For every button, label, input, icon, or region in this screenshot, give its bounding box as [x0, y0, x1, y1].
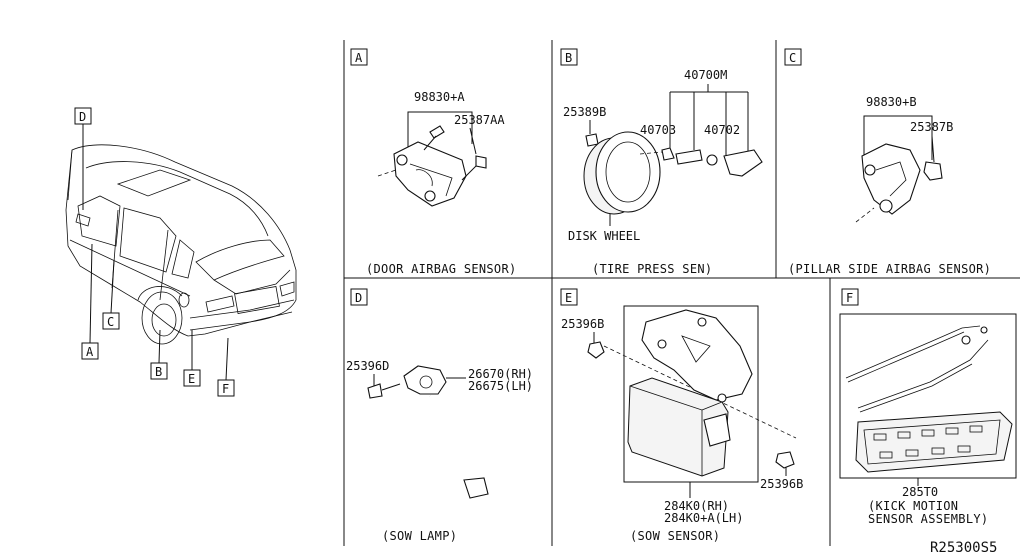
panel-f-letter: F [846, 291, 853, 305]
valve-cap-icon [585, 133, 599, 147]
kick-sensor-wire-lower [857, 339, 989, 409]
vehicle-callouts: D C A B E F [74, 107, 235, 397]
panel-d: D 25396D 26670(RH) 26675(LH) (SOW LAMP) [346, 288, 533, 543]
kick-sensor-wire-upper [845, 325, 981, 379]
panel-e: E 25396B 25396B 284K0(RH) 284K0+A(LH) (S… [560, 288, 803, 543]
panel-b-caption: (TIRE PRESS SEN) [592, 262, 712, 276]
panel-a: A 98830+A 25387AA (DOOR AIRBAG SENSOR) [350, 48, 517, 276]
callout-e-label: E [188, 372, 195, 386]
disk-wheel-label: DISK WHEEL [568, 229, 640, 243]
sensor-group-frame [623, 305, 759, 483]
part-285t0: 285T0 [902, 485, 938, 499]
nut-icon [587, 341, 605, 359]
sensor-strip-cells [873, 425, 983, 459]
part-25396b-bottom: 25396B [760, 477, 803, 491]
part-284k0-rh: 284K0(RH) [664, 499, 729, 513]
part-26670-rh: 26670(RH) [468, 367, 533, 381]
panel-b-letter: B [565, 51, 572, 65]
panel-e-letter: E [565, 291, 572, 305]
panel-c-caption: (PILLAR SIDE AIRBAG SENSOR) [788, 262, 991, 276]
screw-icon [367, 383, 383, 399]
panel-grid [343, 40, 1020, 546]
kick-motion-sensor-icon [855, 411, 1013, 473]
kick-sensor-frame [839, 313, 1017, 479]
panel-d-letter: D [355, 291, 362, 305]
panel-d-caption: (SOW LAMP) [382, 529, 457, 543]
part-40702: 40702 [704, 123, 740, 137]
connector-icon [463, 477, 489, 499]
part-26675-lh: 26675(LH) [468, 379, 533, 393]
callout-f-label: F [222, 382, 229, 396]
sensor-bracket-icon [641, 309, 753, 401]
sow-sensor-module-icon [627, 377, 729, 477]
callout-a-label: A [86, 345, 94, 359]
panel-e-caption: (SOW SENSOR) [630, 529, 720, 543]
bolt-icon [429, 125, 445, 139]
pillar-airbag-sensor-icon [861, 143, 921, 215]
part-40700m: 40700M [684, 68, 727, 82]
tire-pressure-sensor-icon [723, 149, 763, 177]
part-25396b-top: 25396B [561, 317, 604, 331]
screw-icon [475, 155, 487, 169]
vehicle-overview [65, 144, 297, 345]
part-98830-a: 98830+A [414, 90, 465, 104]
panel-b: B 40700M 25389B 40703 40702 DISK WHEEL (… [560, 48, 763, 276]
part-25396d: 25396D [346, 359, 389, 373]
sow-lamp-icon [403, 365, 447, 395]
nut-icon [923, 161, 943, 181]
part-25387aa: 25387AA [454, 113, 505, 127]
part-98830-b: 98830+B [866, 95, 917, 109]
part-284k0-a-lh: 284K0+A(LH) [664, 511, 743, 525]
diagram-code: R25300S5 [930, 540, 997, 556]
nut-icon [775, 451, 795, 469]
panel-f-caption-line2: SENSOR ASSEMBLY) [868, 512, 988, 526]
panel-a-letter: A [355, 51, 363, 65]
callout-c-label: C [107, 315, 114, 329]
panel-f: F 285T0 (KICK MOTION SENSOR ASSEMBLY) [839, 288, 1017, 526]
valve-stem-icon [661, 147, 675, 161]
part-25389b: 25389B [563, 105, 606, 119]
panel-c: C 98830+B 25387B (PILLAR SIDE AIRBAG SEN… [784, 48, 991, 276]
callout-d-label: D [79, 110, 86, 124]
panel-c-letter: C [789, 51, 796, 65]
part-40703: 40703 [640, 123, 676, 137]
callout-b-label: B [155, 365, 162, 379]
panel-a-caption: (DOOR AIRBAG SENSOR) [366, 262, 517, 276]
panel-f-caption-line1: (KICK MOTION [868, 499, 958, 513]
